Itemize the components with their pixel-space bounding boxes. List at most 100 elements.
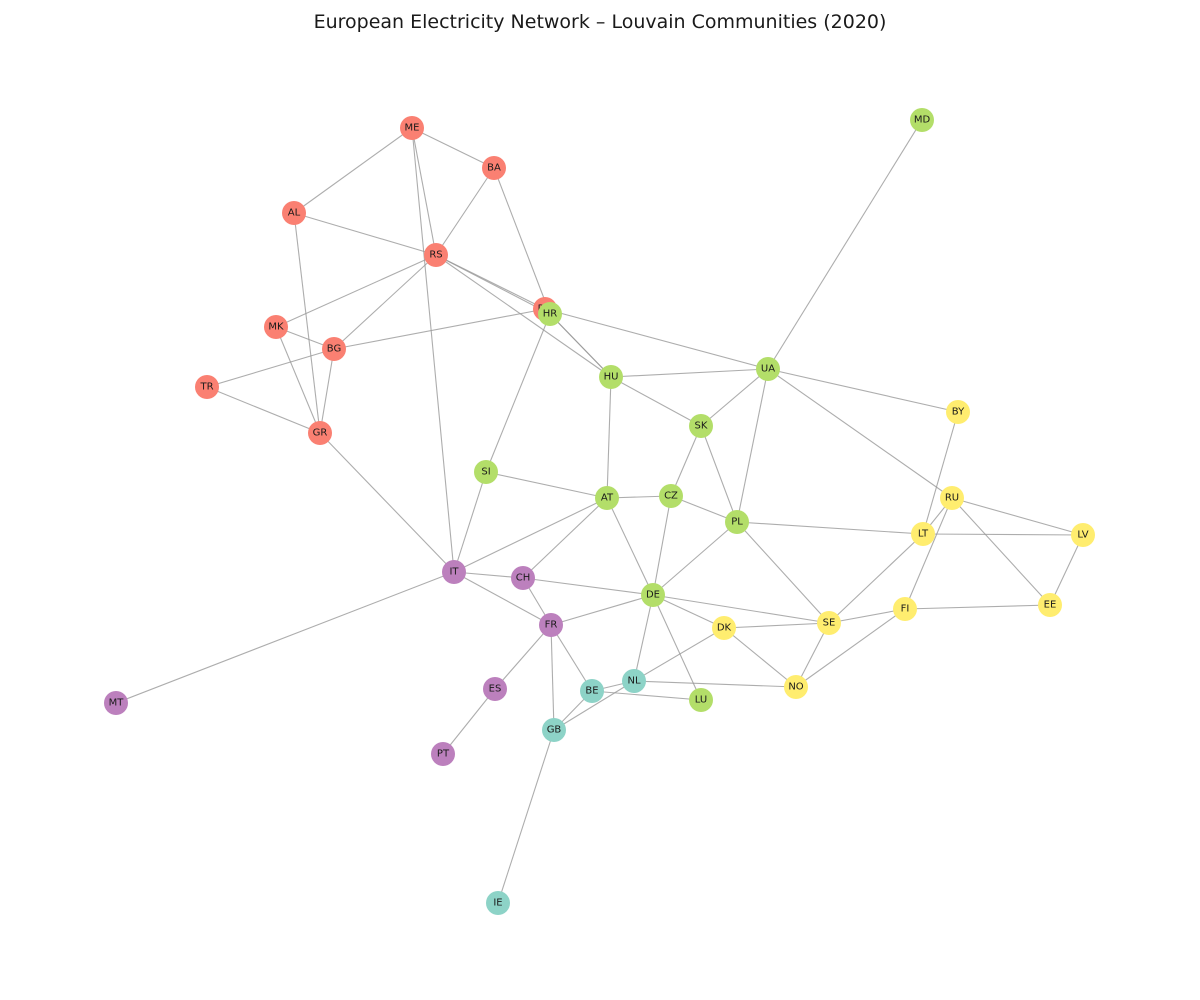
node-label: RS [429, 250, 442, 261]
node-circle[interactable] [689, 688, 713, 712]
node-circle[interactable] [689, 414, 713, 438]
node-label: CZ [664, 491, 678, 502]
node-gb[interactable]: GB [542, 718, 566, 742]
node-circle[interactable] [322, 337, 346, 361]
node-circle[interactable] [622, 669, 646, 693]
node-circle[interactable] [431, 742, 455, 766]
graph-title: European Electricity Network – Louvain C… [313, 11, 887, 33]
node-circle[interactable] [482, 156, 506, 180]
node-mt[interactable]: MT [104, 691, 128, 715]
node-es[interactable]: ES [483, 677, 507, 701]
node-circle[interactable] [474, 460, 498, 484]
node-circle[interactable] [784, 675, 808, 699]
node-rs[interactable]: RS [424, 243, 448, 267]
node-cz[interactable]: CZ [659, 484, 683, 508]
edge-hu-sk [610, 376, 702, 427]
node-ba[interactable]: BA [482, 156, 506, 180]
node-ch[interactable]: CH [511, 566, 535, 590]
edge-be-lu [591, 690, 702, 701]
edge-ua-hu [610, 368, 769, 378]
edge-ba-rs [435, 167, 495, 256]
node-label: BG [327, 344, 341, 355]
node-it[interactable]: IT [442, 560, 466, 584]
edge-bg-gr [319, 348, 335, 434]
node-circle[interactable] [595, 486, 619, 510]
edge-rs-bg [333, 254, 437, 350]
edge-sk-pl [700, 425, 738, 523]
node-ru[interactable]: RU [940, 486, 964, 510]
node-pl[interactable]: PL [725, 510, 749, 534]
node-circle[interactable] [641, 583, 665, 607]
node-no[interactable]: NO [784, 675, 808, 699]
edge-rs-mk [275, 254, 437, 328]
edge-ru-ee [951, 497, 1051, 606]
node-circle[interactable] [104, 691, 128, 715]
node-circle[interactable] [817, 611, 841, 635]
node-circle[interactable] [580, 679, 604, 703]
node-md[interactable]: MD [910, 108, 934, 132]
node-circle[interactable] [195, 375, 219, 399]
node-circle[interactable] [1071, 523, 1095, 547]
node-ua[interactable]: UA [756, 357, 780, 381]
node-ee[interactable]: EE [1038, 593, 1062, 617]
edge-de-se [652, 594, 830, 624]
node-circle[interactable] [725, 510, 749, 534]
node-circle[interactable] [538, 302, 562, 326]
node-circle[interactable] [1038, 593, 1062, 617]
node-de[interactable]: DE [641, 583, 665, 607]
edge-at-de [606, 497, 654, 596]
node-circle[interactable] [712, 616, 736, 640]
node-circle[interactable] [486, 891, 510, 915]
node-me[interactable]: ME [400, 116, 424, 140]
node-hr[interactable]: HR [538, 302, 562, 326]
node-circle[interactable] [308, 421, 332, 445]
node-hu[interactable]: HU [599, 365, 623, 389]
node-pt[interactable]: PT [431, 742, 455, 766]
node-mk[interactable]: MK [264, 315, 288, 339]
node-by[interactable]: BY [946, 400, 970, 424]
node-label: LU [695, 695, 707, 706]
node-fi[interactable]: FI [893, 597, 917, 621]
node-gr[interactable]: GR [308, 421, 332, 445]
node-circle[interactable] [940, 486, 964, 510]
node-be[interactable]: BE [580, 679, 604, 703]
node-si[interactable]: SI [474, 460, 498, 484]
node-label: GB [547, 725, 562, 736]
node-circle[interactable] [282, 201, 306, 225]
node-circle[interactable] [539, 613, 563, 637]
node-lu[interactable]: LU [689, 688, 713, 712]
node-at[interactable]: AT [595, 486, 619, 510]
node-tr[interactable]: TR [195, 375, 219, 399]
node-circle[interactable] [910, 108, 934, 132]
edge-ua-by [767, 368, 959, 413]
node-label: GR [313, 428, 328, 439]
node-circle[interactable] [511, 566, 535, 590]
node-circle[interactable] [659, 484, 683, 508]
node-se[interactable]: SE [817, 611, 841, 635]
edge-al-gr [293, 212, 321, 434]
node-al[interactable]: AL [282, 201, 306, 225]
node-lv[interactable]: LV [1071, 523, 1095, 547]
node-circle[interactable] [756, 357, 780, 381]
node-circle[interactable] [542, 718, 566, 742]
node-circle[interactable] [264, 315, 288, 339]
node-circle[interactable] [599, 365, 623, 389]
node-circle[interactable] [424, 243, 448, 267]
node-dk[interactable]: DK [712, 616, 736, 640]
node-circle[interactable] [442, 560, 466, 584]
node-bg[interactable]: BG [322, 337, 346, 361]
node-circle[interactable] [400, 116, 424, 140]
node-lt[interactable]: LT [911, 522, 935, 546]
node-circle[interactable] [483, 677, 507, 701]
node-circle[interactable] [946, 400, 970, 424]
edge-lv-ee [1049, 534, 1084, 606]
node-circle[interactable] [893, 597, 917, 621]
node-label: HR [543, 309, 558, 320]
node-nl[interactable]: NL [622, 669, 646, 693]
edge-ru-lv [951, 497, 1084, 536]
node-ie[interactable]: IE [486, 891, 510, 915]
node-fr[interactable]: FR [539, 613, 563, 637]
node-circle[interactable] [911, 522, 935, 546]
node-sk[interactable]: SK [689, 414, 713, 438]
